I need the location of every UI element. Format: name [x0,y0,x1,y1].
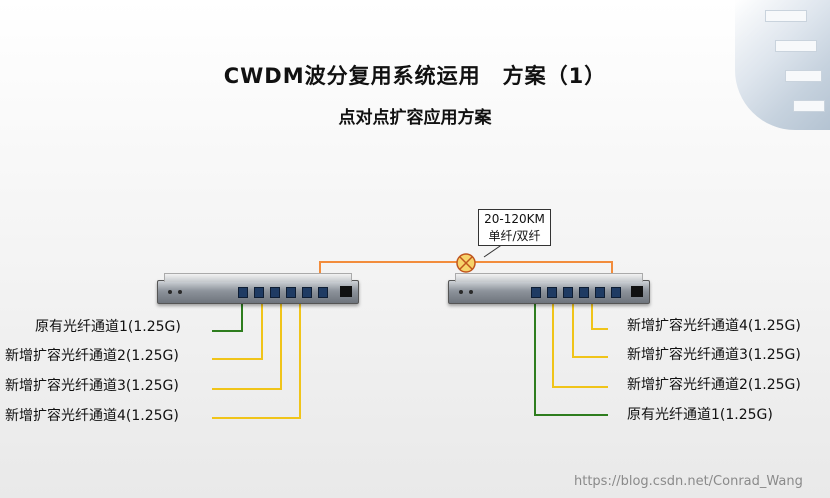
fiber-port [254,287,264,298]
device-display [340,286,352,297]
power-led [168,290,172,294]
right-channel-line-1 [534,300,608,416]
fiber-port [547,287,557,298]
device-display [631,286,643,297]
cwdm-device-right [448,273,650,304]
fiber-port [531,287,541,298]
right-channel-line-2 [552,300,608,388]
left-channel-label-3: 新增扩容光纤通道3(1.25G) [5,378,179,394]
cwdm-device-left [157,273,359,304]
fiber-port [563,287,573,298]
stair-step [765,10,807,22]
fiber-port [302,287,312,298]
left-channel-line-1 [212,300,243,332]
left-channel-line-4 [212,300,301,419]
fiber-port [286,287,296,298]
left-channel-label-4: 新增扩容光纤通道4(1.25G) [5,408,179,424]
watermark: https://blog.csdn.net/Conrad_Wang [574,474,803,489]
right-channel-label-4: 新增扩容光纤通道4(1.25G) [627,318,801,334]
left-channel-label-2: 新增扩容光纤通道2(1.25G) [5,348,179,364]
fiber-port [595,287,605,298]
right-channel-label-1: 原有光纤通道1(1.25G) [627,407,773,423]
device-top-panel [164,273,352,282]
fiber-port [611,287,621,298]
right-channel-line-3 [572,300,608,358]
status-led [469,290,473,294]
coupler-cross [459,256,473,270]
right-channel-line-4 [591,300,608,330]
distance-range: 20-120KM [484,212,545,226]
fiber-port [238,287,248,298]
page-title: CWDM波分复用系统运用 方案（1） [223,64,607,88]
right-channel-label-3: 新增扩容光纤通道3(1.25G) [627,347,801,363]
callout-pointer [483,243,504,258]
power-led [459,290,463,294]
device-top-panel [455,273,643,282]
left-channel-line-2 [212,300,263,360]
status-led [178,290,182,294]
stair-step [775,40,817,52]
distance-callout: 20-120KM 单纤/双纤 [478,209,551,246]
page-subtitle: 点对点扩容应用方案 [338,108,492,128]
right-channel-label-2: 新增扩容光纤通道2(1.25G) [627,377,801,393]
stair-step [785,70,822,82]
stair-step [793,100,825,112]
left-channel-label-1: 原有光纤通道1(1.25G) [35,319,181,335]
fiber-port [318,287,328,298]
fiber-port [579,287,589,298]
decorative-corner-graphic [735,0,830,130]
left-channel-line-3 [212,300,282,390]
fiber-type: 单纤/双纤 [488,229,541,243]
fiber-port [270,287,280,298]
